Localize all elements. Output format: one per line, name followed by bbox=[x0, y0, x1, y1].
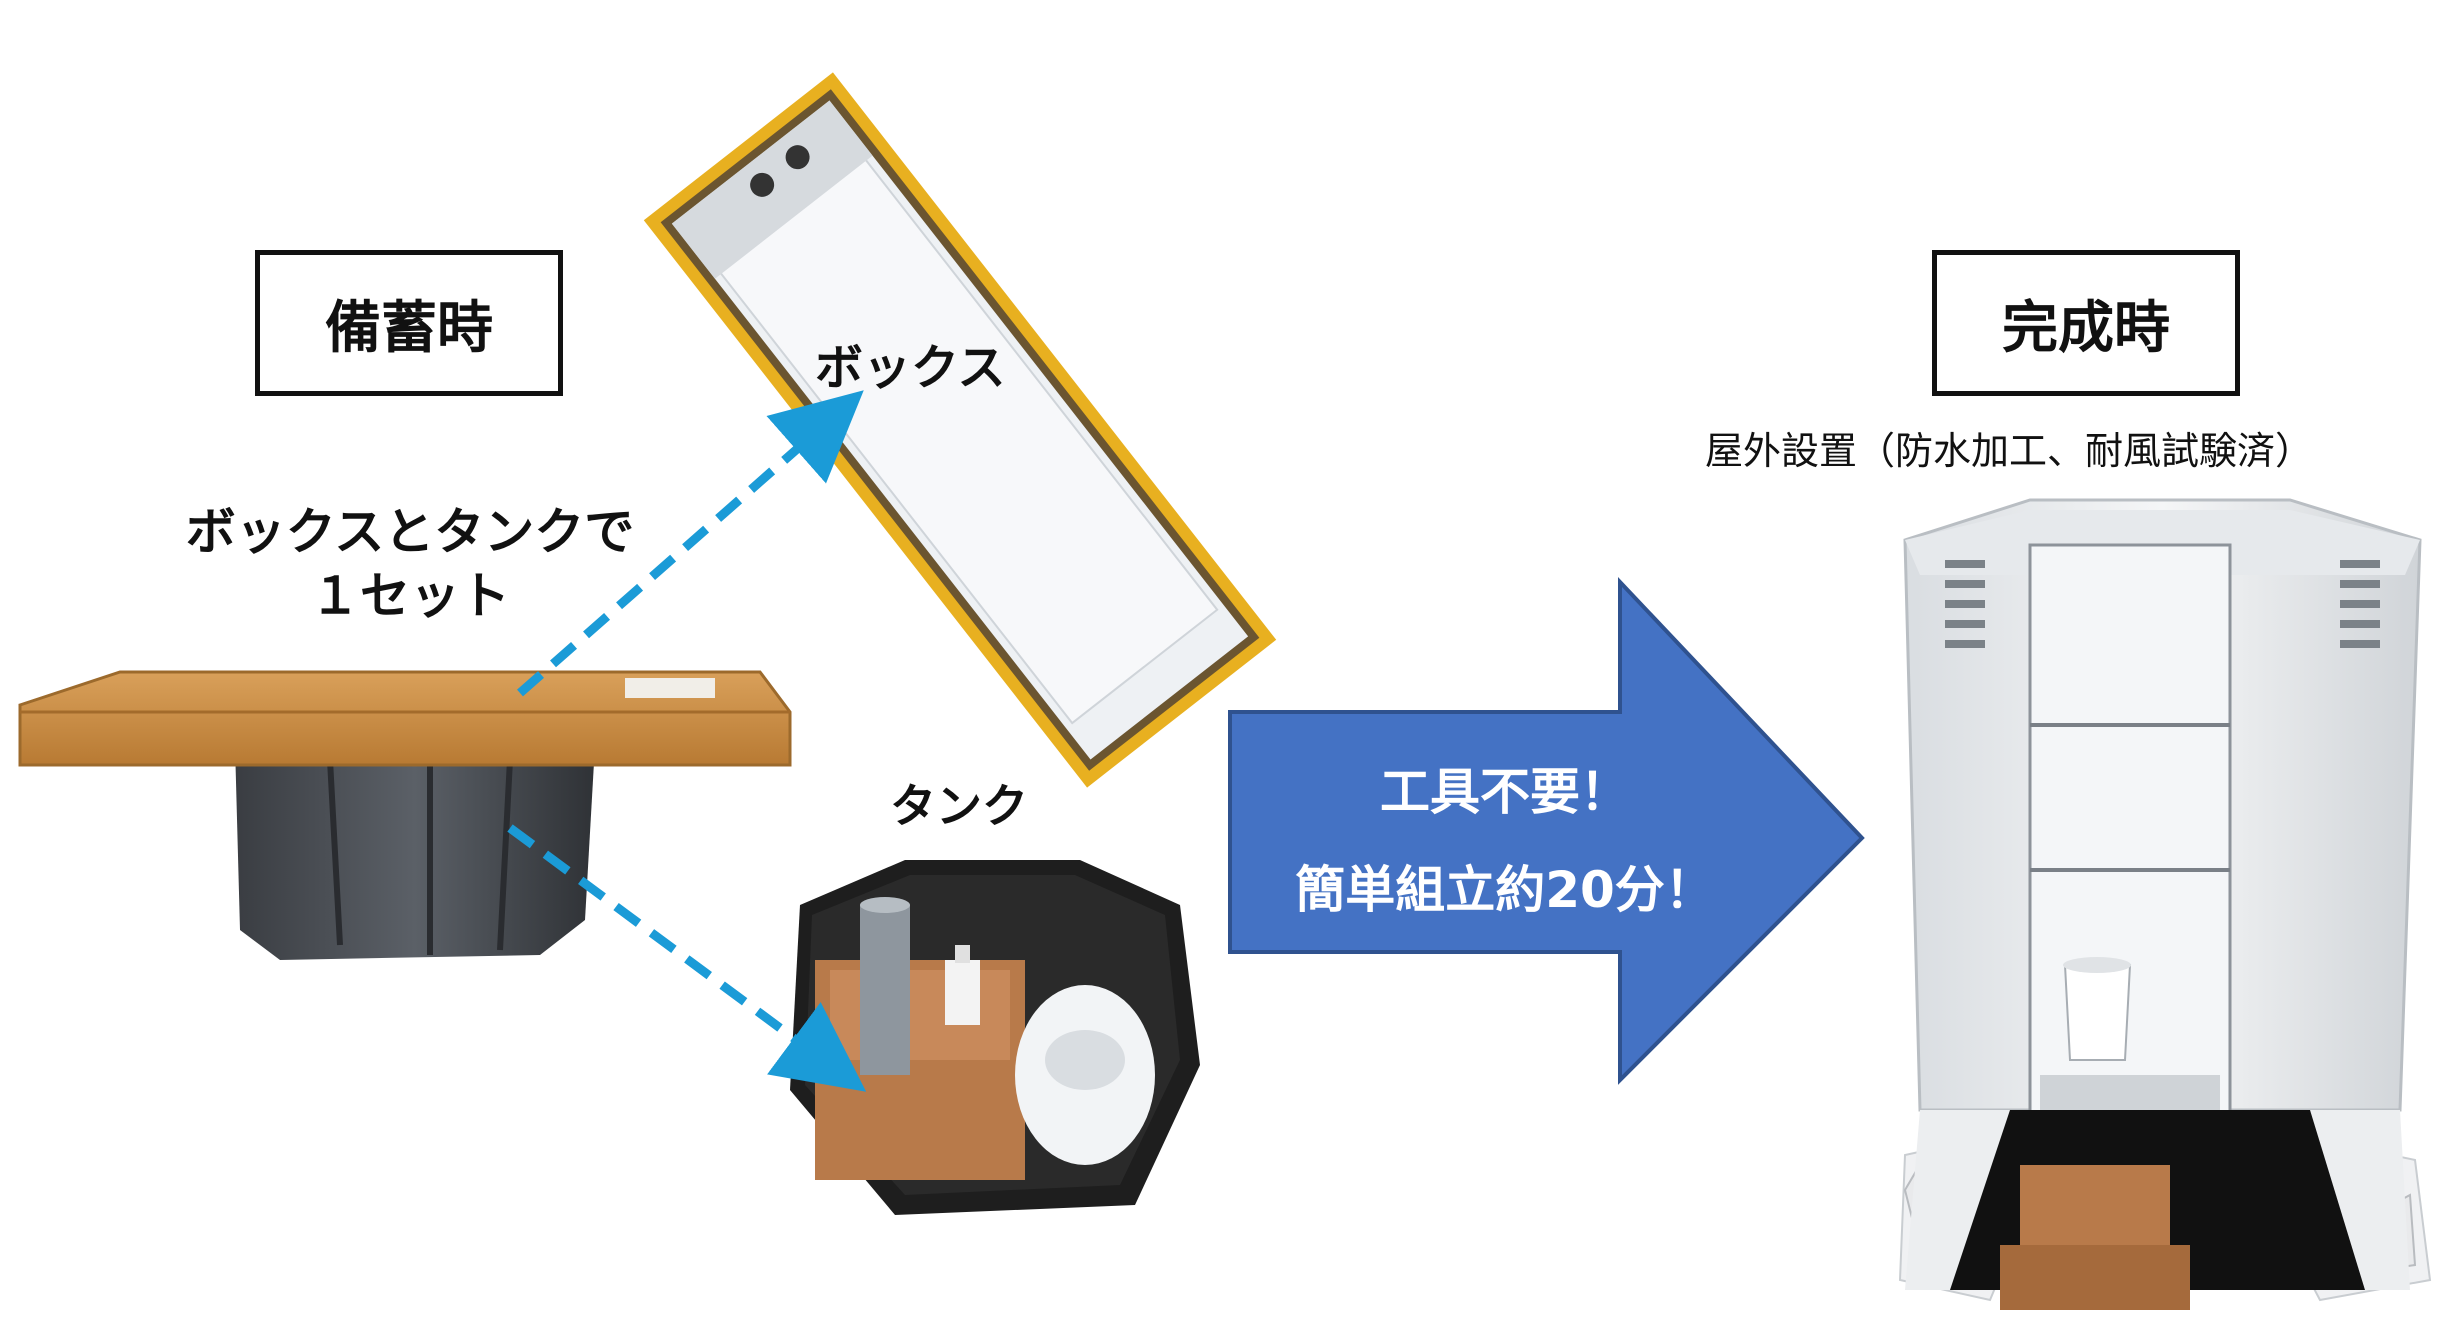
complete-label-box: 完成時 bbox=[1932, 250, 2240, 396]
set-caption-line-2: １セット bbox=[310, 567, 510, 625]
complete-label: 完成時 bbox=[2002, 295, 2170, 361]
tank-photo bbox=[790, 860, 1200, 1215]
tank-label: タンク bbox=[890, 779, 1028, 833]
dashed-arrow-to-tank bbox=[507, 824, 867, 1092]
completed-booth-photo bbox=[1898, 498, 2432, 1310]
arrow-text-tools: 工具不要！ bbox=[1380, 763, 1630, 821]
set-caption-line-1: ボックスとタンクで bbox=[185, 503, 635, 561]
set-caption: ボックスとタンクで １セット bbox=[150, 500, 670, 628]
big-arrow-shape bbox=[1228, 576, 1865, 1085]
arrow-text-assembly: 簡単組立約20分！ bbox=[1295, 861, 1715, 919]
dashed-arrow-to-box bbox=[517, 390, 864, 697]
stored-package-photo bbox=[18, 670, 792, 960]
box-photo bbox=[643, 72, 1277, 788]
storage-label-box: 備蓄時 bbox=[255, 250, 563, 396]
box-label: ボックス bbox=[815, 340, 1006, 396]
outdoor-caption: 屋外設置（防水加工、耐風試験済） bbox=[1705, 429, 2314, 473]
storage-label: 備蓄時 bbox=[325, 295, 493, 361]
